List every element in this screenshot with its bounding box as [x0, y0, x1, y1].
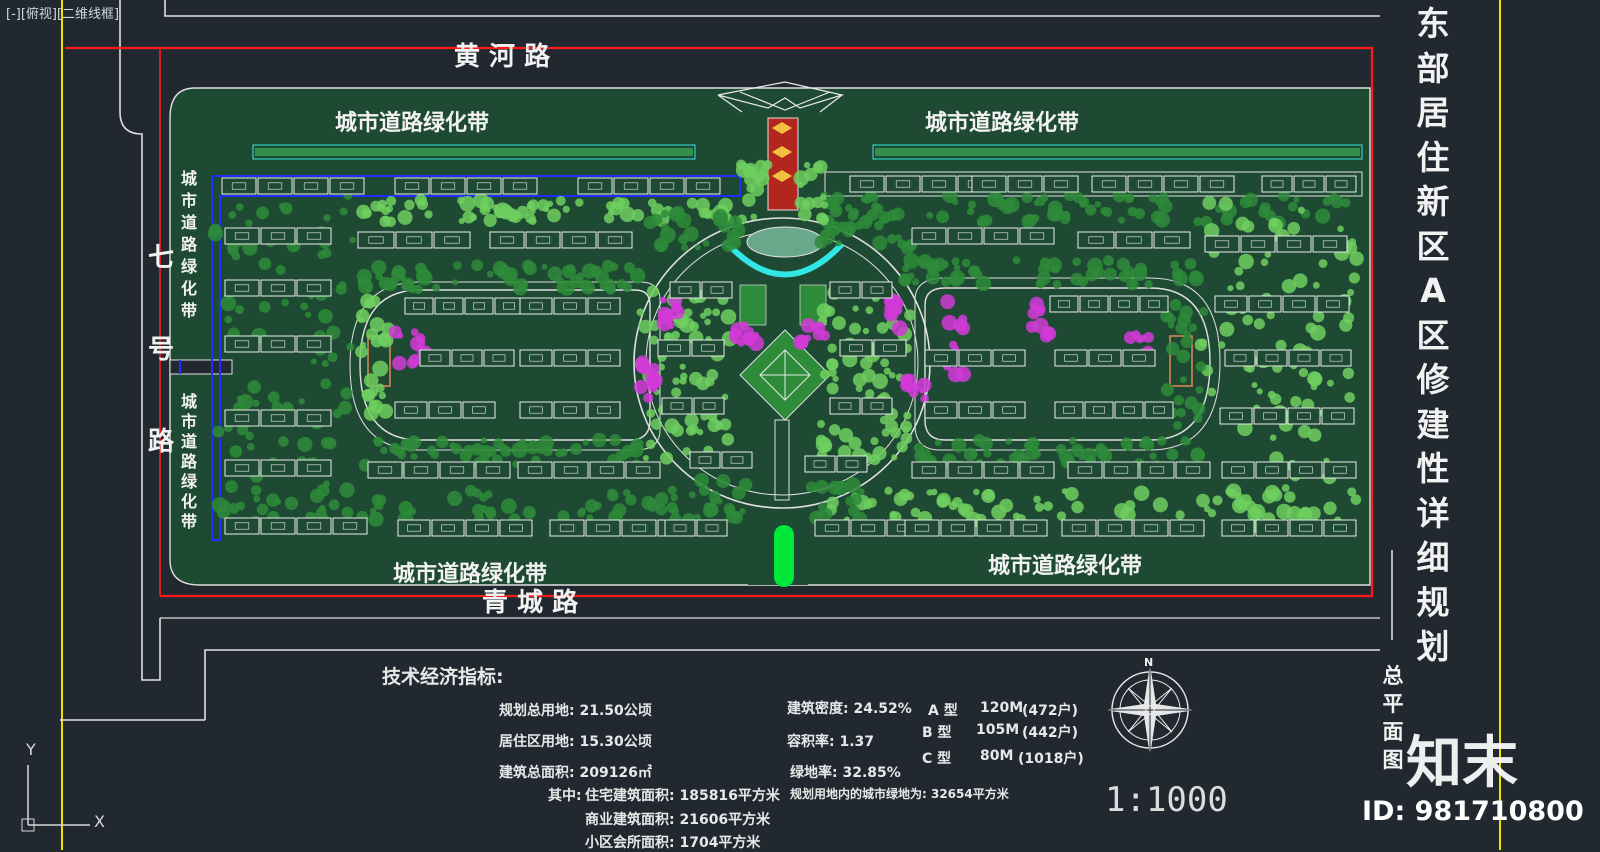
red-boundary — [65, 46, 1374, 598]
green-belt-bottom-left: 城市道路绿化带 — [393, 562, 548, 587]
drawing-title: 东部居住新区A区修建性详细规划 — [1416, 4, 1450, 666]
unit-c-type: C 型 — [922, 751, 952, 767]
stat-city-green: 规划用地内的城市绿地为: 32654平方米 — [790, 787, 1009, 801]
stat-of-which: 其中: — [548, 788, 582, 804]
west-road-label: 七号路 — [148, 243, 175, 457]
unit-a-type: A 型 — [928, 703, 958, 719]
viewport-label[interactable]: [-][俯视][二维线框] — [6, 7, 120, 22]
unit-a-area: 120M — [980, 700, 1024, 716]
south-road-label: 青 城 路 — [482, 588, 579, 618]
north-road-label: 黄 河 路 — [454, 42, 551, 72]
stat-club-floor: 小区会所面积: 1704平方米 — [585, 835, 761, 851]
ucs-axis-icon — [21, 765, 90, 832]
stat-total-floor: 建筑总面积: 209126㎡ — [499, 765, 652, 781]
green-belt-bottom-right: 城市道路绿化带 — [988, 554, 1143, 579]
green-belt-top-right: 城市道路绿化带 — [925, 111, 1080, 136]
stat-density: 建筑密度: 24.52% — [787, 701, 912, 717]
unit-b-type: B 型 — [922, 725, 952, 741]
unit-b-count: (442户) — [1022, 725, 1079, 741]
stats-heading: 技术经济指标: — [382, 666, 504, 688]
compass-north-label: N — [1144, 656, 1154, 669]
green-belt-left-lower: 城市道路绿化带 — [180, 392, 197, 531]
unit-a-count: (472户) — [1022, 703, 1079, 719]
stat-green-ratio: 绿地率: 32.85% — [790, 765, 901, 781]
watermark-brand: 知末 — [1406, 731, 1518, 796]
scale-label: 1:1000 — [1105, 780, 1228, 820]
unit-b-area: 105M — [976, 722, 1020, 738]
watermark-id: ID: 981710800 — [1362, 796, 1584, 827]
green-belt-left-upper: 城市道路绿化带 — [180, 169, 197, 320]
axis-y-label: Y — [26, 740, 36, 759]
stat-residential-floor: 住宅建筑面积: 185816平方米 — [585, 788, 780, 804]
axis-x-label: X — [94, 812, 105, 831]
compass-rose — [1104, 664, 1196, 756]
stat-commercial-floor: 商业建筑面积: 21606平方米 — [585, 812, 771, 828]
green-belt-top-left: 城市道路绿化带 — [335, 111, 490, 136]
unit-c-area: 80M — [980, 748, 1014, 764]
stat-far: 容积率: 1.37 — [787, 734, 875, 750]
drawing-subtitle: 总平面图 — [1382, 664, 1404, 772]
stat-planned-area: 规划总用地: 21.50公顷 — [499, 703, 652, 719]
entrance-canopy — [717, 81, 845, 113]
unit-c-count: (1018户) — [1018, 751, 1084, 767]
stat-residential-area: 居住区用地: 15.30公顷 — [499, 734, 652, 750]
